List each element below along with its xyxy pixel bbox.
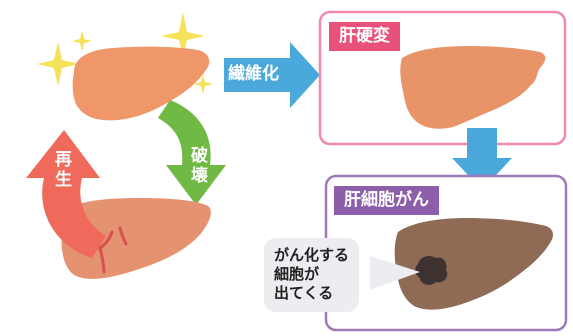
- callout-line: 細胞が: [274, 265, 320, 284]
- destruction-label: 破壊: [187, 146, 207, 186]
- tumor: [415, 256, 448, 285]
- sparkle-icon: [193, 74, 213, 94]
- fibrosis-label: 繊維化: [228, 64, 279, 84]
- cirrhosis-liver: [400, 46, 546, 129]
- callout-line: がん化する: [274, 246, 350, 264]
- destruction-arrow: [158, 100, 226, 205]
- regeneration-label: 再生: [51, 150, 71, 190]
- healthy-liver: [72, 46, 210, 121]
- sparkle-icon: [161, 12, 205, 58]
- regeneration-arrow: [26, 130, 106, 258]
- fibrosis-arrow: [224, 42, 320, 108]
- cirrhosis-title: 肝硬変: [329, 22, 400, 51]
- callout-line: 出てくる: [274, 284, 334, 303]
- callout-pointer: [370, 256, 420, 290]
- cancer-title: 肝細胞がん: [334, 186, 439, 215]
- sparkle-icon: [37, 42, 79, 86]
- progression-arrow: [452, 128, 512, 190]
- damaged-liver: [61, 198, 211, 279]
- sparkle-icon: [72, 30, 92, 52]
- cancer-liver: [394, 218, 553, 310]
- cancer-callout: がん化する 細胞が 出てくる: [264, 238, 360, 312]
